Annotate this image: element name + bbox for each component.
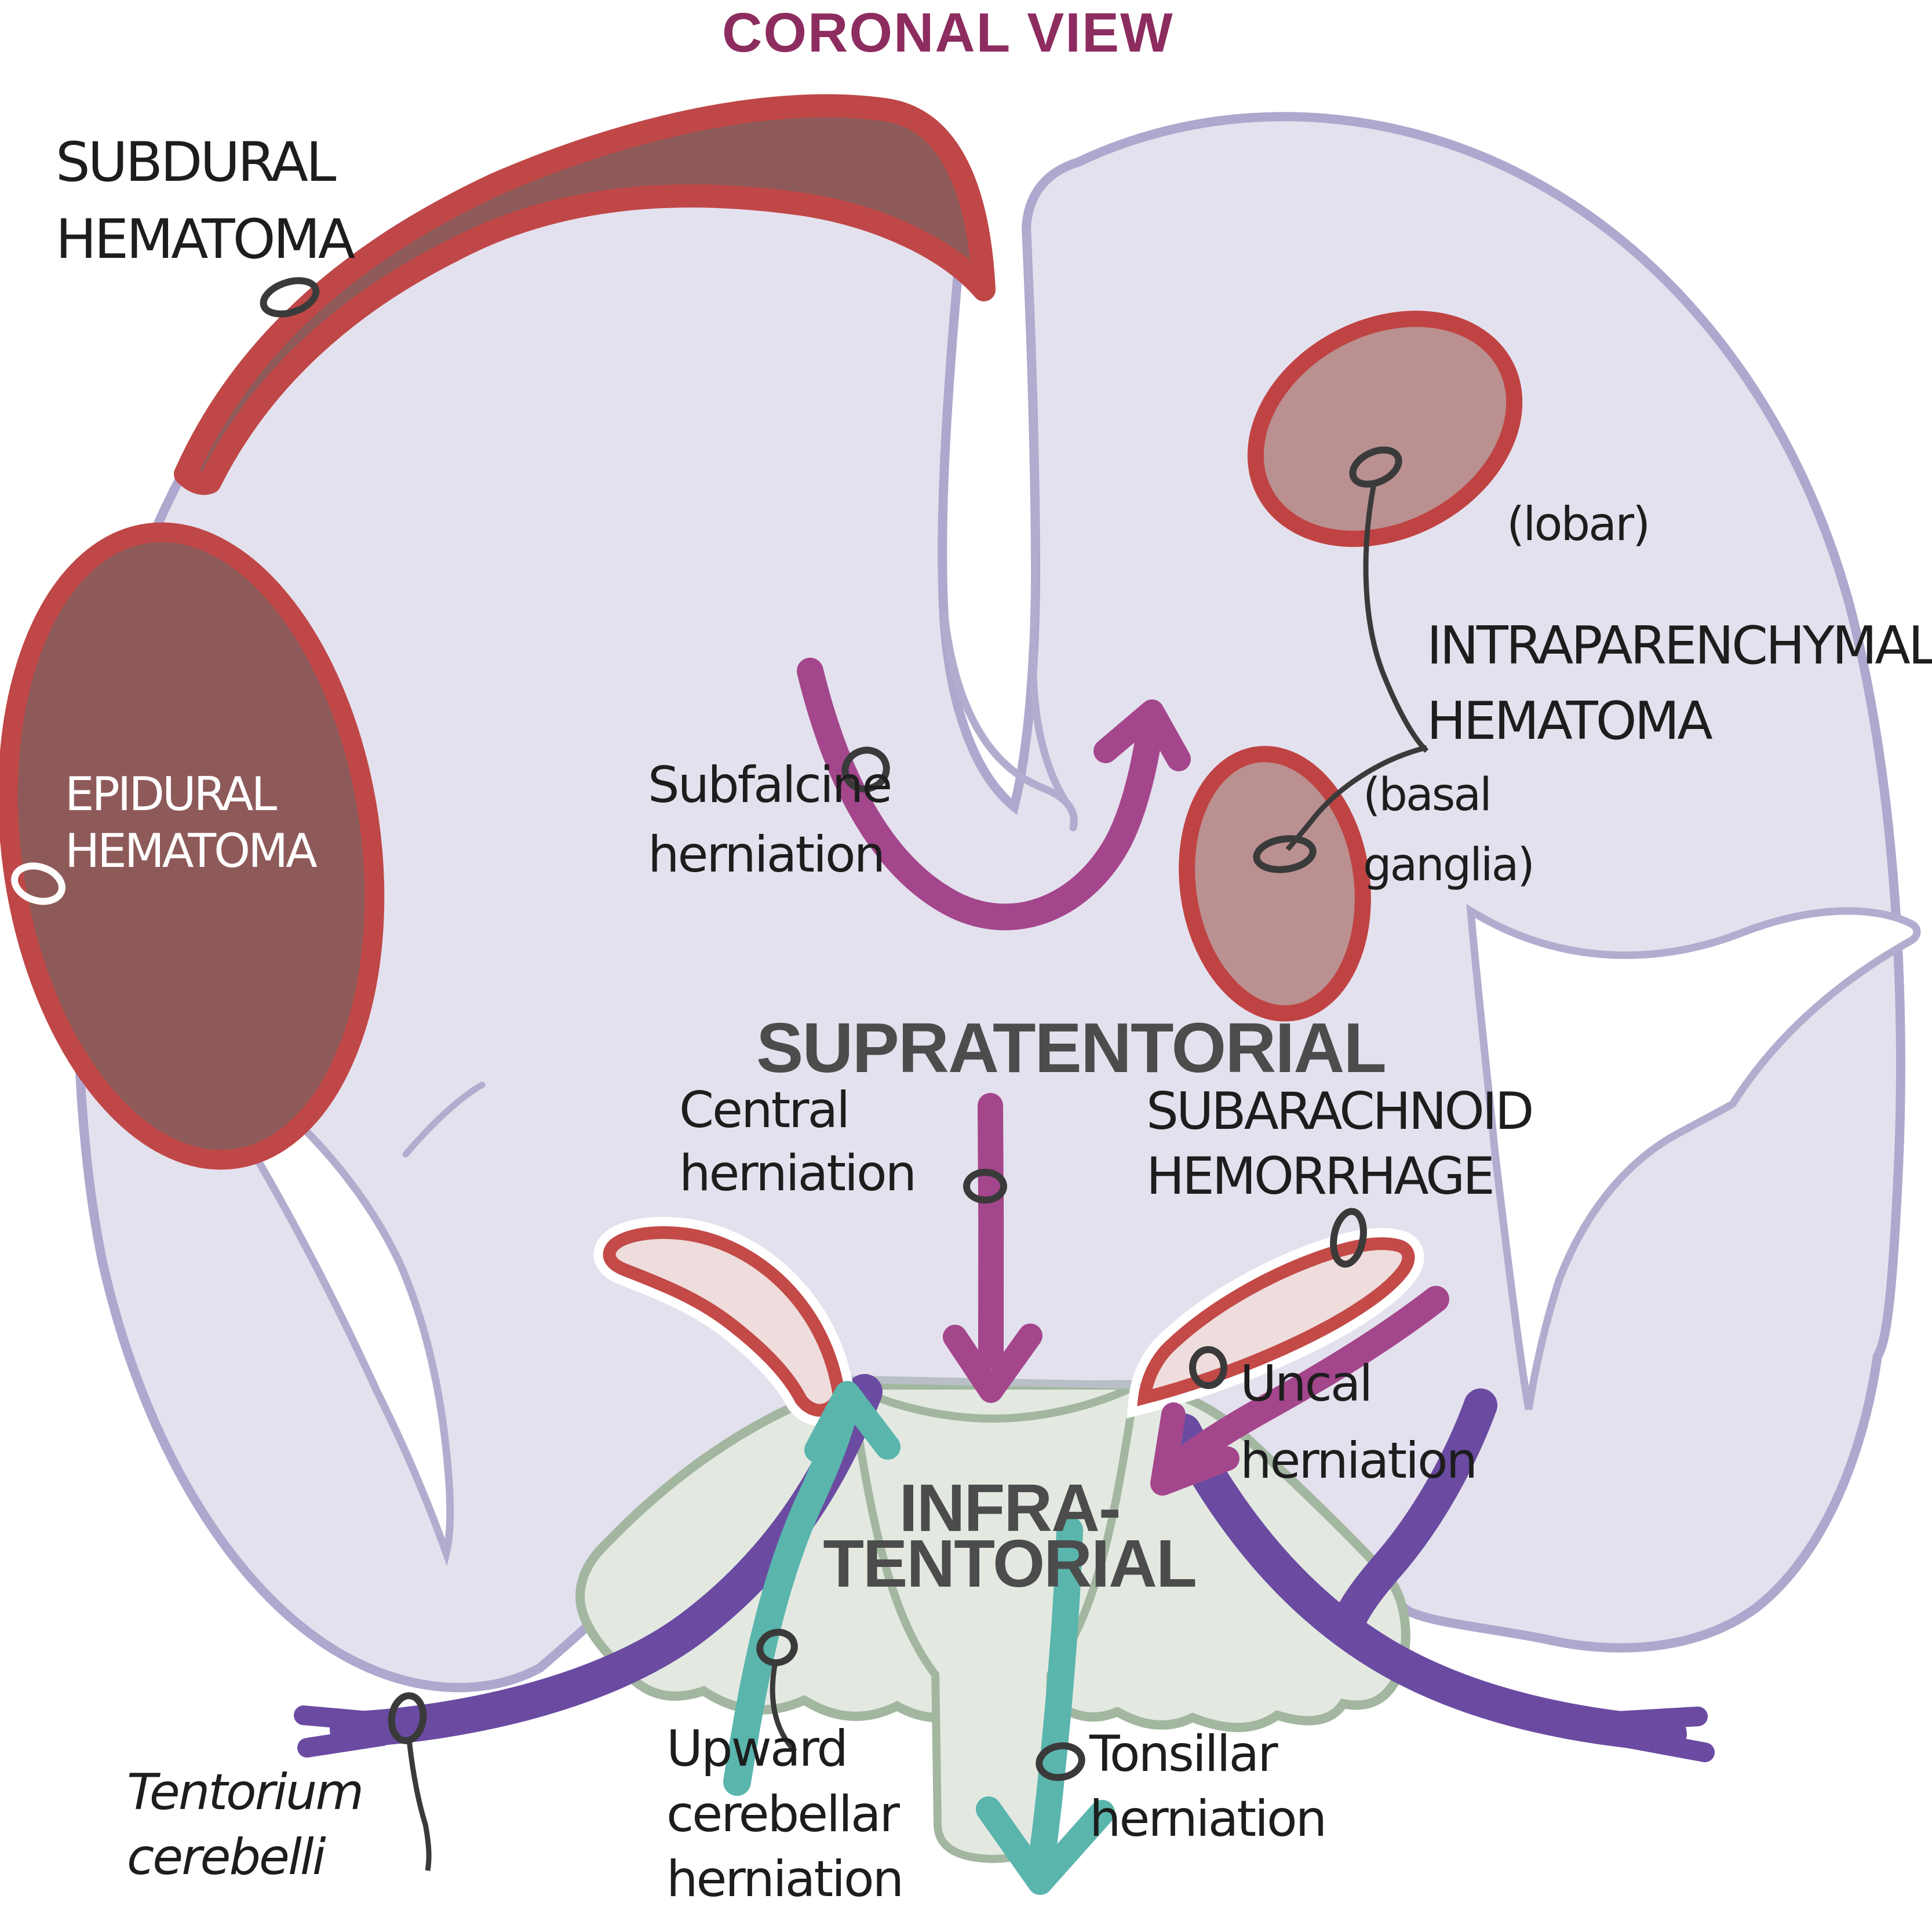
subfalcine-herniation-label-line2: herniation: [648, 826, 885, 884]
uncal-arrowhead: [1150, 1402, 1240, 1496]
intraparenchymal-hematoma-label-line2: HEMATOMA: [1427, 690, 1713, 752]
epidural-loop-marker: [11, 862, 65, 905]
tentorium-cerebelli-label-line2: cerebelli: [127, 1828, 326, 1886]
supratentorial-zone-label: SUPRATENTORIAL: [756, 1008, 1387, 1087]
central-arrowhead: [943, 1324, 1042, 1403]
tentorium-cerebelli-label-line1: Tentorium: [127, 1763, 364, 1821]
subdural-hematoma-label-line2: HEMATOMA: [56, 208, 355, 272]
basal-ganglia-label-line2: ganglia): [1363, 839, 1535, 891]
subfalcine-herniation-label-line1: Subfalcine: [648, 756, 892, 814]
central-herniation-label-line1: Central: [679, 1081, 850, 1139]
basal-ganglia-loop-marker: [1253, 835, 1317, 873]
upward-cerebellar-herniation-label-line2: cerebellar: [666, 1785, 900, 1843]
tonsillar-arrowhead: [976, 1796, 1115, 1895]
tentorium-right-fork-upper: [1607, 1707, 1708, 1731]
tentorium-connector-line: [406, 1739, 432, 1871]
tonsillar-loop-marker: [1036, 1742, 1085, 1781]
intraparenchymal-hematoma-label-line1: INTRAPARENCHYMAL: [1427, 615, 1932, 676]
right-temporal-horn-sah: [1137, 1237, 1415, 1406]
falx-cerebri-line: [1023, 228, 1069, 805]
subarachnoid-hemorrhage-label: SUBARACHNOID HEMORRHAGE: [1146, 1079, 1534, 1209]
subfalcine-bulge-line: [941, 611, 1078, 832]
uncal-herniation-label: Uncal herniation: [1240, 1346, 1478, 1500]
subfalcine-herniation-label: Subfalcine herniation: [648, 750, 892, 890]
right-csf-wedge: [1466, 903, 1921, 1410]
epidural-hematoma-label-line2: HEMATOMA: [65, 823, 318, 878]
tentorium-left-fork-lower: [297, 1726, 392, 1758]
lobar-label: (lobar): [1507, 497, 1650, 551]
upward-cerebellar-herniation-label-line1: Upward: [666, 1720, 848, 1778]
left-sylvian-fissure: [227, 1059, 454, 1566]
tentorium-left-fork-upper: [294, 1705, 392, 1732]
tonsillar-herniation-label-line1: Tonsillar: [1089, 1725, 1278, 1783]
subdural-hematoma-label-line1: SUBDURAL: [56, 131, 336, 194]
subdural-loop-marker: [260, 277, 320, 318]
infratentorial-zone-label-line1: INFRA-: [899, 1470, 1121, 1545]
subdural-hematoma-label: SUBDURAL HEMATOMA: [56, 124, 355, 279]
tentorium-right-fork-lower: [1607, 1726, 1715, 1762]
intraparenchymal-hematoma-label: INTRAPARENCHYMAL HEMATOMA: [1427, 608, 1932, 759]
left-temporal-horn: [603, 1226, 846, 1417]
central-herniation-label-line2: herniation: [679, 1144, 917, 1203]
basal-ganglia-hematoma-shape: [1179, 746, 1371, 1022]
tonsillar-herniation-label: Tonsillar herniation: [1089, 1722, 1327, 1852]
subfalcine-loop-marker: [841, 746, 890, 793]
lobar-loop-marker: [1349, 446, 1402, 488]
basal-ganglia-label-line1: (basal: [1363, 769, 1492, 821]
subarachnoid-loop-marker: [1330, 1208, 1367, 1268]
upward-cerebellar-connector-line: [770, 1661, 797, 1754]
page-title: CORONAL VIEW: [722, 2, 1174, 64]
central-herniation-label: Central herniation: [679, 1079, 917, 1205]
subfalcine-arrow-shaft: [797, 658, 1163, 931]
basal-ganglia-label: (basal ganglia): [1363, 760, 1535, 901]
tentorium-right-limb: [1335, 1388, 1497, 1632]
tonsillar-arrow-shaft: [1028, 1517, 1083, 1875]
tentorium-cerebelli-label: Tentorium cerebelli: [127, 1760, 364, 1890]
tentorium-right-band: [1165, 1413, 1687, 1752]
left-sylvian-branch-line: [402, 1081, 486, 1158]
upward-cerebellar-herniation-label: Upward cerebellar herniation: [666, 1716, 904, 1912]
upward-cerebellar-herniation-label-line3: herniation: [666, 1850, 904, 1909]
uncal-arrow-shaft: [1154, 1286, 1449, 1490]
subarachnoid-hemorrhage-label-line2: HEMORRHAGE: [1146, 1146, 1495, 1206]
central-arrow-shaft: [978, 1093, 1004, 1369]
infratentorial-zone-label-line2: TENTORIAL: [823, 1526, 1197, 1601]
subdural-hematoma-shape: [174, 94, 996, 495]
lobar-hematoma-shape: [1247, 311, 1523, 547]
tentorium-loop-marker: [388, 1692, 427, 1744]
epidural-hematoma-shape: [0, 522, 385, 1170]
lobar-connector-line: [1363, 480, 1429, 753]
uncal-herniation-label-line2: herniation: [1240, 1432, 1478, 1490]
epidural-hematoma-label: EPIDURAL HEMATOMA: [65, 766, 318, 879]
uncal-loop-marker: [1189, 1346, 1227, 1389]
epidural-hematoma-label-line1: EPIDURAL: [65, 767, 277, 821]
subfalcine-arrowhead: [1093, 699, 1191, 771]
tonsillar-herniation-label-line2: herniation: [1089, 1789, 1327, 1848]
upward-cerebellar-loop-marker: [756, 1628, 798, 1667]
upward-cerebellar-arrowhead: [804, 1381, 901, 1463]
uncal-herniation-label-line1: Uncal: [1240, 1355, 1373, 1413]
central-loop-marker: [963, 1169, 1007, 1204]
subarachnoid-hemorrhage-label-line1: SUBARACHNOID: [1146, 1081, 1534, 1141]
